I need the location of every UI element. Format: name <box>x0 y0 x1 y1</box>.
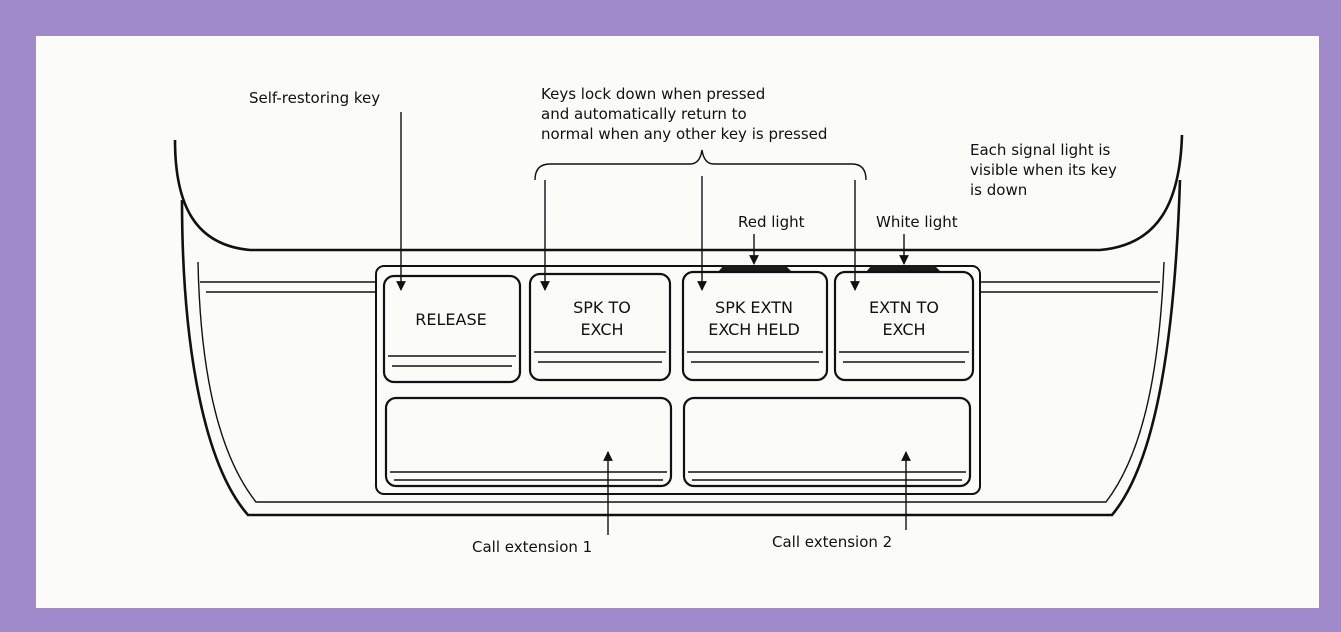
extn-to-exch-label-2: EXCH <box>882 320 925 339</box>
call-extension-1-label: Call extension 1 <box>472 538 592 556</box>
signal-description-line-2: visible when its key <box>970 161 1117 179</box>
telephone-body <box>173 134 1184 517</box>
red-signal-light <box>718 265 792 272</box>
body-lower-outline <box>180 179 1182 517</box>
diagram-frame: RELEASE SPK TO EXCH SPK EXTN EXCH HELD E… <box>36 36 1319 608</box>
lock-keys-brace <box>534 149 867 181</box>
call-extension-2-label: Call extension 2 <box>772 533 892 551</box>
extn-to-exch-key[interactable]: EXTN TO EXCH <box>833 270 975 382</box>
spk-extn-label-2: EXCH HELD <box>708 320 800 339</box>
telephone-key-diagram: RELEASE SPK TO EXCH SPK EXTN EXCH HELD E… <box>173 85 1184 556</box>
spk-to-exch-key[interactable]: SPK TO EXCH <box>528 272 672 382</box>
body-inner-rim <box>197 261 1165 503</box>
spk-extn-exch-held-key[interactable]: SPK EXTN EXCH HELD <box>681 270 829 382</box>
call-extension-1-key[interactable] <box>384 396 673 488</box>
release-key-label: RELEASE <box>415 310 486 329</box>
spk-to-exch-label-2: EXCH <box>580 320 623 339</box>
self-restoring-key-label: Self-restoring key <box>249 89 380 107</box>
white-signal-light <box>866 265 941 272</box>
signal-description-line-3: is down <box>970 181 1027 199</box>
lock-description-line-3: normal when any other key is pressed <box>541 125 827 143</box>
lock-description-line-1: Keys lock down when pressed <box>541 85 765 103</box>
red-light-label: Red light <box>738 213 805 231</box>
spk-extn-label-1: SPK EXTN <box>715 298 793 317</box>
signal-description-line-1: Each signal light is <box>970 141 1111 159</box>
lock-description-line-2: and automatically return to <box>541 105 747 123</box>
call-extension-2-key[interactable] <box>682 396 972 488</box>
spk-to-exch-label-1: SPK TO <box>573 298 631 317</box>
extn-to-exch-label-1: EXTN TO <box>869 298 939 317</box>
release-key[interactable]: RELEASE <box>382 274 522 384</box>
body-upper-outline <box>173 134 1184 252</box>
key-panel <box>375 265 981 495</box>
white-light-label: White light <box>876 213 958 231</box>
